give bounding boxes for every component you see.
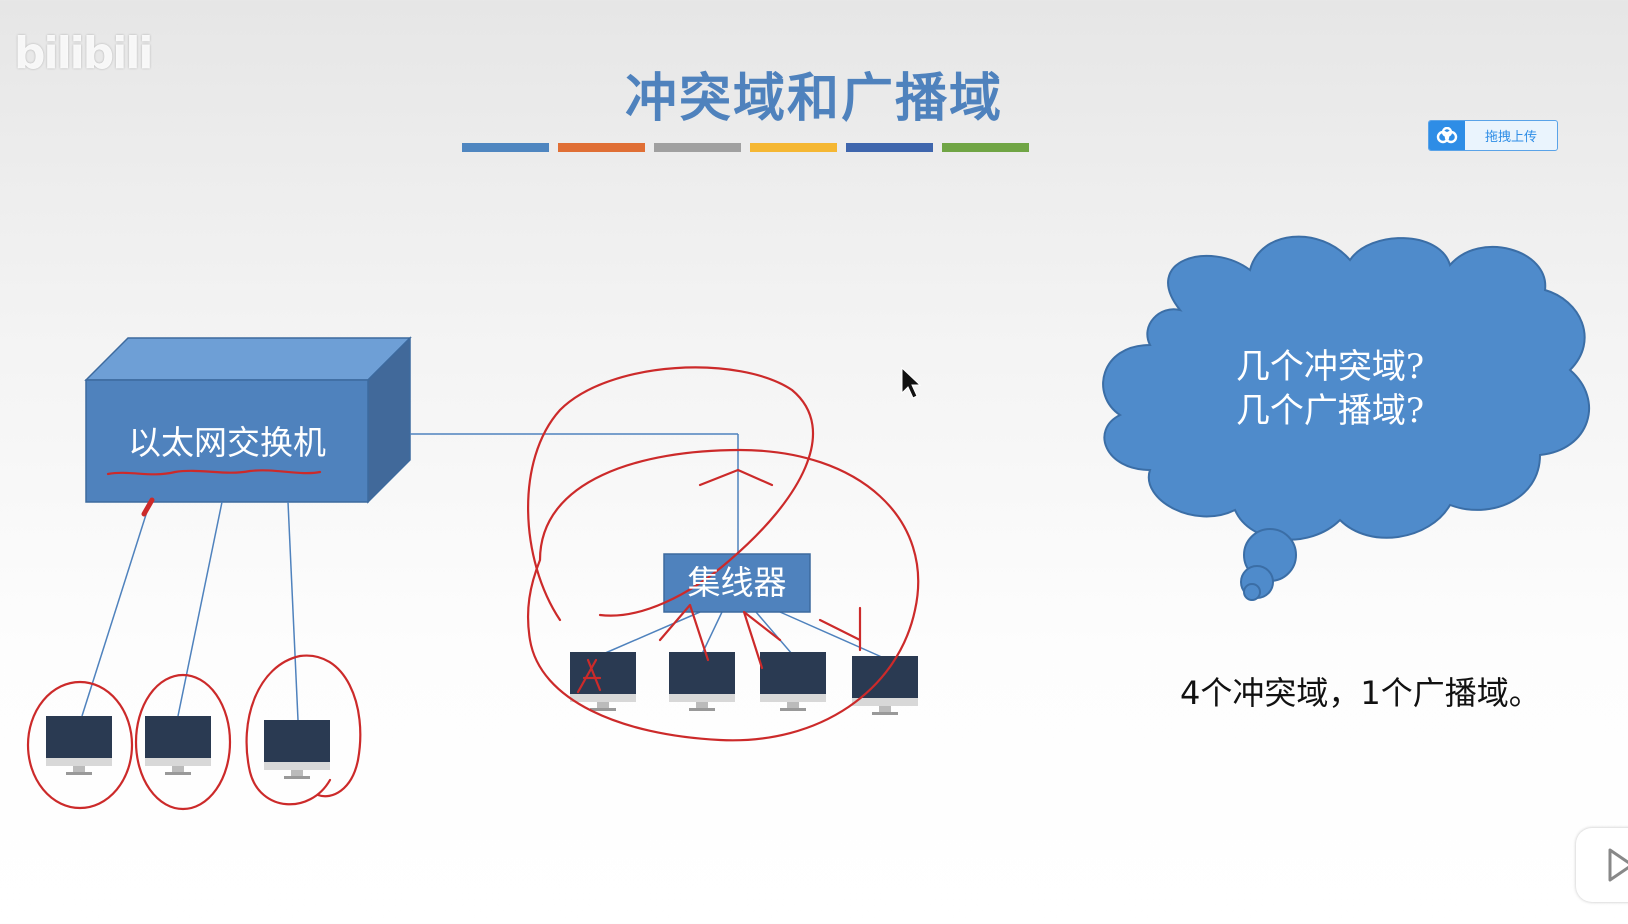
link-tick-annotation [141,497,155,517]
drag-upload-label: 拖拽上传 [1484,130,1537,145]
slide-title: 冲突域和广播域 [624,68,1003,129]
collision-domain-circle-1 [26,680,134,810]
thought-cloud-shape [1102,235,1591,601]
switch-link-pc3 [287,501,299,721]
hub-link-pc5 [701,611,723,655]
hub-link-pc6 [755,611,793,655]
computer-icon [570,652,636,711]
arrow-up-annotation [698,468,774,487]
stripe-5 [846,143,933,152]
stripe-4 [750,143,837,152]
collision-domain-circle-3 [245,654,362,806]
network-links [81,433,885,721]
ethernet-switch-label: 以太网交换机 [128,423,326,462]
stripe-3 [654,143,741,152]
computer-icon [46,716,112,775]
computer-icon [264,720,330,779]
hub-link-pc7 [779,611,885,659]
hub-label: 集线器 [687,563,787,602]
computer-icons [46,652,918,779]
play-icon [1608,848,1628,882]
mouse-cursor-icon [901,366,922,399]
collision-domain-circle-2 [134,673,232,811]
computer-icon [669,652,735,711]
cloud-question-broadcast: 几个广播域? [1235,391,1425,431]
ethernet-switch-box [84,336,412,504]
stripe-6 [942,143,1029,152]
stripe-2 [558,143,645,152]
computer-icon [852,656,918,715]
thought-cloud-text: 几个冲突域? 几个广播域? [1190,345,1470,433]
switch-link-pc1 [81,501,151,717]
switch-underline-annotation [106,469,322,476]
hub-link-pc4 [602,611,701,655]
computer-icon [760,652,826,711]
hub-box [663,553,811,613]
bilibili-watermark: bilibili [14,28,153,79]
drag-upload-button[interactable]: 拖拽上传 [1428,120,1558,151]
switch-link-pc2 [177,501,223,717]
arrow-down-annotation-2 [742,610,782,670]
hub-domain-upper-loop [527,366,815,622]
title-underline-stripes [462,143,1029,152]
red-annotations [26,366,920,811]
letter-a-annotation [576,658,602,694]
cloud-question-collision: 几个冲突域? [1235,347,1425,387]
stripe-1 [462,143,549,152]
cloud-share-icon [1429,121,1465,150]
answer-text: 4个冲突域，1个广播域。 [1180,674,1541,712]
play-button[interactable] [1576,828,1628,902]
computer-icon [145,716,211,775]
arrow-down-annotation-3 [818,606,862,652]
hub-domain-lower-loop [526,448,920,742]
arrow-down-annotation-1 [658,603,710,662]
